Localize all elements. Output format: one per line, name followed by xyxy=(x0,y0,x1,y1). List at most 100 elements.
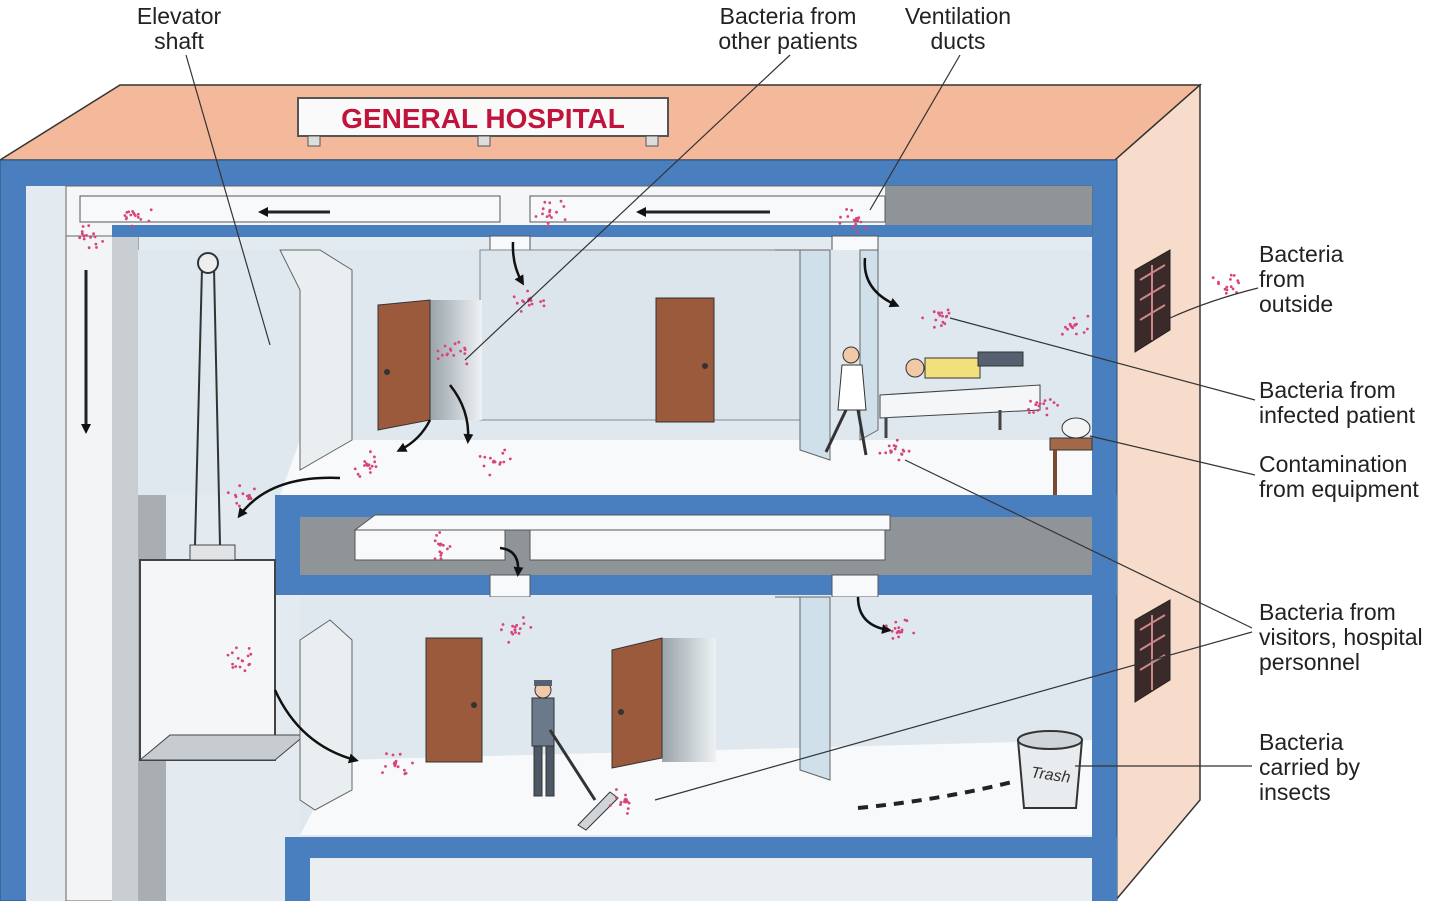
trash-can: Trash xyxy=(1016,730,1084,809)
bacterium-dot xyxy=(1237,281,1240,285)
bacteria-cluster xyxy=(226,646,253,673)
bacteria-cluster xyxy=(512,289,546,313)
bacterium-dot xyxy=(448,545,452,548)
bacterium-dot xyxy=(546,224,550,228)
bacterium-dot xyxy=(545,215,549,219)
bacterium-dot xyxy=(465,362,469,366)
bacterium-dot xyxy=(897,635,900,639)
bacterium-dot xyxy=(459,349,462,353)
bacterium-dot xyxy=(897,629,901,633)
bacterium-dot xyxy=(513,628,517,632)
bacterium-dot xyxy=(839,215,842,219)
bacterium-dot xyxy=(889,451,893,454)
bacterium-dot xyxy=(624,800,627,804)
label-elevator-shaft: Elevator shaft xyxy=(136,3,222,54)
door-open-lower xyxy=(611,637,663,769)
bacteria-cluster xyxy=(123,208,153,228)
bacteria-cluster xyxy=(534,199,567,228)
bacterium-dot xyxy=(845,208,848,211)
bacterium-dot xyxy=(515,301,519,305)
ventilation-duct-middle-2 xyxy=(529,529,886,561)
bacterium-dot xyxy=(624,797,627,801)
bacterium-dot xyxy=(615,788,618,791)
bacteria-cluster xyxy=(436,340,469,366)
bacterium-dot xyxy=(624,793,627,797)
bacteria-cluster xyxy=(884,618,916,640)
bacterium-dot xyxy=(562,205,566,208)
bacteria-cluster xyxy=(78,224,104,250)
bacterium-dot xyxy=(503,448,507,452)
bacterium-dot xyxy=(1056,403,1059,407)
elevator-car xyxy=(138,544,307,761)
bacterium-dot xyxy=(541,212,544,216)
bacteria-cluster xyxy=(878,438,911,462)
bacterium-dot xyxy=(541,207,545,211)
bacterium-dot xyxy=(369,471,372,474)
bacterium-dot xyxy=(626,812,629,815)
side-wall xyxy=(1114,83,1201,904)
bacterium-dot xyxy=(353,467,357,471)
bacterium-dot xyxy=(511,624,514,628)
bacterium-dot xyxy=(1223,287,1227,291)
bacterium-dot xyxy=(1048,398,1052,401)
bacterium-dot xyxy=(393,761,397,765)
bacterium-dot xyxy=(235,501,239,505)
bacterium-dot xyxy=(87,224,91,228)
bacterium-dot xyxy=(854,222,858,226)
bacterium-dot xyxy=(891,637,895,640)
bacterium-dot xyxy=(82,237,86,241)
bacterium-dot xyxy=(384,765,387,768)
bacterium-dot xyxy=(246,654,250,658)
bacterium-dot xyxy=(125,211,129,214)
bacterium-dot xyxy=(492,460,496,463)
bacterium-dot xyxy=(878,451,882,455)
bacterium-dot xyxy=(370,464,374,468)
bacterium-dot xyxy=(943,322,947,326)
bacterium-dot xyxy=(940,324,943,327)
bacteria-cluster xyxy=(1027,398,1059,417)
bacteria-cluster xyxy=(433,531,452,561)
bacterium-dot xyxy=(1037,404,1041,408)
bacteria-cluster xyxy=(500,616,533,644)
nurse xyxy=(824,346,868,456)
bacterium-dot xyxy=(619,803,622,806)
bacterium-dot xyxy=(512,295,516,299)
ventilation-duct-middle-1 xyxy=(354,529,506,561)
bacterium-dot xyxy=(403,772,407,776)
bacterium-dot xyxy=(238,484,242,488)
door-open-upper xyxy=(377,299,431,431)
bacterium-dot xyxy=(1045,407,1049,410)
bacteria-cluster xyxy=(478,448,512,477)
bacterium-dot xyxy=(433,557,437,561)
bacterium-dot xyxy=(932,310,936,314)
door-closed-lower xyxy=(425,637,483,763)
bacterium-dot xyxy=(1045,413,1049,417)
bacterium-dot xyxy=(548,210,551,214)
label-bacteria-outside: Bacteria from outside xyxy=(1259,241,1344,317)
bacterium-dot xyxy=(441,543,445,547)
bacterium-dot xyxy=(124,217,128,221)
bacterium-dot xyxy=(243,669,247,673)
bacterium-dot xyxy=(1229,278,1232,281)
bacterium-dot xyxy=(488,473,492,477)
bacterium-dot xyxy=(446,547,449,551)
bacterium-dot xyxy=(482,464,486,468)
bacterium-dot xyxy=(445,353,449,357)
bacterium-dot xyxy=(1075,332,1078,336)
bacterium-dot xyxy=(398,752,402,756)
bacterium-dot xyxy=(1236,279,1240,283)
bacteria-cluster xyxy=(1211,273,1240,295)
bacterium-dot xyxy=(373,455,376,459)
bacterium-dot xyxy=(436,357,440,360)
bacterium-dot xyxy=(441,353,444,357)
bacterium-dot xyxy=(358,475,362,478)
label-bacteria-other-patients: Bacteria from other patients xyxy=(718,3,858,54)
bacterium-dot xyxy=(895,438,899,442)
bacterium-dot xyxy=(499,461,502,464)
bacterium-dot xyxy=(453,342,457,346)
bacterium-dot xyxy=(139,218,143,221)
bacterium-dot xyxy=(129,213,133,217)
bacterium-dot xyxy=(78,236,82,240)
insect-trail xyxy=(857,780,1013,810)
